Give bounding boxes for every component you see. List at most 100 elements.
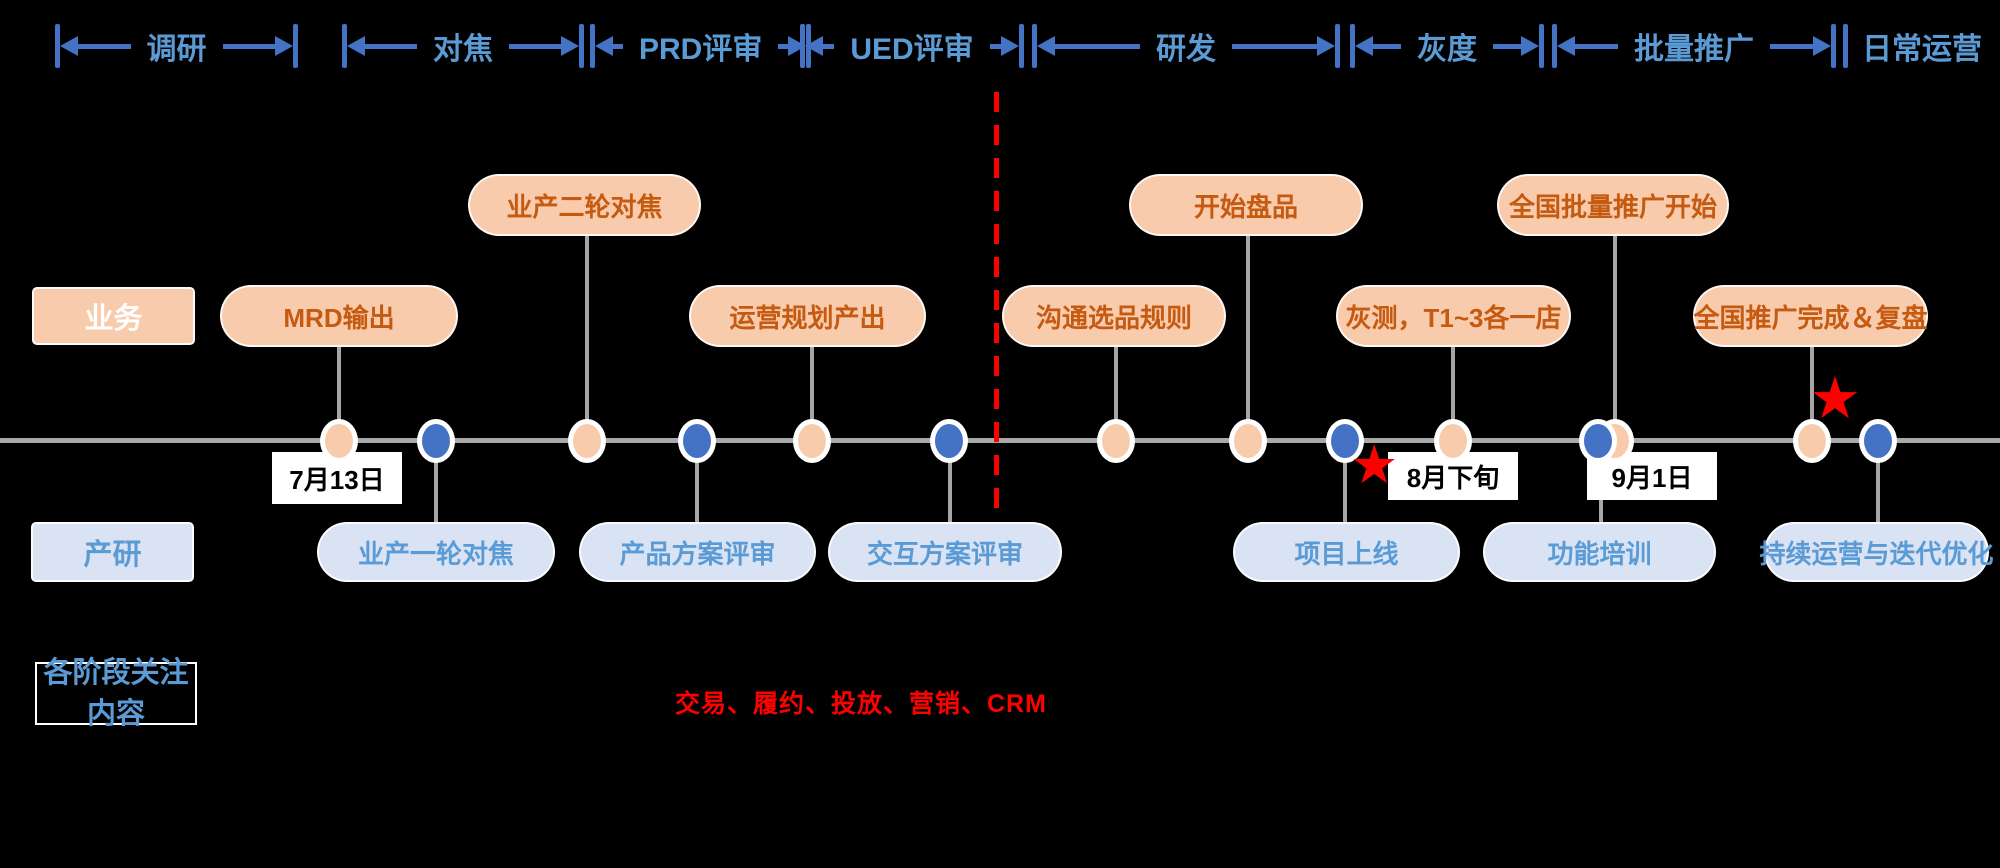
connector-line	[1810, 345, 1814, 441]
milestone-dot-mrd	[320, 419, 358, 463]
phase-boundary-bar	[55, 24, 60, 68]
bubble-label: 灰测，T1~3各一店	[1345, 302, 1562, 333]
phase-segment-development: 研发	[1032, 22, 1340, 70]
milestone-dot-project-launch	[1326, 419, 1364, 463]
bubble-label: 项目上线	[1294, 538, 1399, 569]
phase-boundary-bar	[1843, 24, 1848, 68]
phase-label: 日常运营	[1862, 33, 1982, 66]
bubble-label: 业产一轮对焦	[357, 538, 514, 569]
bubble-label: 业产二轮对焦	[506, 191, 663, 222]
business-event-gray-test: 灰测，T1~3各一店	[1336, 285, 1571, 347]
milestone-dot-interaction-review	[930, 419, 968, 463]
arrow-right-icon	[1232, 35, 1335, 56]
connector-line	[1246, 236, 1250, 441]
bubble-label: MRD输出	[283, 302, 395, 333]
business-event-start-stocktaking: 开始盘品	[1129, 174, 1363, 236]
phase-boundary-bar	[579, 24, 584, 68]
product-event-first-alignment: 业产一轮对焦	[317, 522, 555, 582]
arrow-left-icon	[60, 35, 131, 56]
milestone-dot-second-alignment	[568, 419, 606, 463]
bubble-label: 沟通选品规则	[1035, 302, 1192, 333]
arrow-right-icon	[989, 35, 1020, 56]
phase-label: 对焦	[433, 33, 493, 66]
milestone-dot-gray-test	[1434, 419, 1472, 463]
product-event-product-review: 产品方案评审	[579, 522, 816, 582]
connector-line	[337, 345, 341, 441]
connector-line	[695, 441, 699, 522]
phase-segment-alignment: 对焦	[342, 22, 584, 70]
timeline-axis	[0, 438, 2000, 443]
row-label-business: 业务	[32, 287, 195, 345]
star-icon: ★	[1809, 364, 1861, 432]
bubble-label: 运营规划产出	[729, 302, 886, 333]
phase-boundary-bar	[1032, 24, 1037, 68]
bubble-label: 功能培训	[1547, 538, 1652, 569]
focus-items-text: 交易、履约、投放、营销、CRM	[675, 690, 1047, 718]
row-label-product-text: 产研	[83, 539, 142, 571]
date-text: 9月1日	[1611, 462, 1693, 493]
stage-focus-box-line1: 各阶段关注	[43, 656, 189, 689]
phase-label: PRD评审	[639, 33, 763, 66]
bubble-label: 交互方案评审	[866, 538, 1023, 569]
connector-line	[810, 345, 814, 441]
bubble-label: 持续运营与迭代优化	[1759, 538, 1994, 569]
arrow-left-icon	[595, 35, 623, 56]
phase-boundary-bar	[1350, 24, 1355, 68]
phase-segment-batch-rollout: 批量推广	[1552, 22, 1836, 70]
bubble-label: 全国推广完成＆复盘	[1693, 302, 1928, 333]
phase-boundary-bar	[800, 24, 805, 68]
phase-label: UED评审	[850, 33, 974, 66]
phase-label: 调研	[146, 33, 207, 66]
milestone-dot-product-review	[678, 419, 716, 463]
arrow-left-icon	[1037, 35, 1140, 56]
bubble-label: 产品方案评审	[619, 538, 776, 569]
stage-focus-box: 各阶段关注 内容	[35, 657, 197, 730]
stage-focus-box-line2: 内容	[86, 697, 145, 730]
arrow-right-icon	[778, 35, 807, 56]
phase-segment-daily-operation: 日常运营	[1843, 22, 1993, 70]
bubble-label: 开始盘品	[1193, 191, 1298, 222]
milestone-dot-start-stocktaking	[1229, 419, 1267, 463]
business-event-rollout-complete: 全国推广完成＆复盘	[1693, 285, 1928, 347]
connector-line	[1114, 345, 1118, 441]
arrow-right-icon	[509, 35, 579, 56]
arrow-left-icon	[347, 35, 417, 56]
phase-segment-prd-review: PRD评审	[590, 22, 812, 70]
arrow-left-icon	[804, 35, 835, 56]
business-event-mrd-output: MRD输出	[220, 285, 458, 347]
phase-segment-ued-review: UED评审	[800, 22, 1024, 70]
milestone-dot-feature-training	[1579, 419, 1617, 463]
business-event-second-alignment: 业产二轮对焦	[468, 174, 701, 236]
arrow-left-icon	[1355, 35, 1401, 56]
phase-label: 批量推广	[1634, 33, 1754, 66]
arrow-right-icon	[222, 35, 293, 56]
milestone-dot-selection-rules	[1097, 419, 1135, 463]
product-event-project-launch: 项目上线	[1233, 522, 1460, 582]
phase-segment-graying: 灰度	[1350, 22, 1544, 70]
milestone-dot-rollout-complete	[1793, 419, 1831, 463]
date-text: 8月下旬	[1406, 462, 1500, 493]
milestone-dot-first-alignment	[417, 419, 455, 463]
phase-boundary-bar	[1019, 24, 1024, 68]
phase-boundary-bar	[342, 24, 347, 68]
business-event-national-rollout-start: 全国批量推广开始	[1497, 174, 1729, 236]
phase-boundary-bar	[1552, 24, 1557, 68]
phase-boundary-bar	[1335, 24, 1340, 68]
milestone-dot-continuous-ops	[1859, 419, 1897, 463]
phase-boundary-bar	[293, 24, 298, 68]
phase-boundary-bar	[590, 24, 595, 68]
phase-boundary-bar	[1539, 24, 1544, 68]
business-event-ops-plan: 运营规划产出	[689, 285, 926, 347]
arrow-right-icon	[1493, 35, 1539, 56]
star-icon: ★	[1350, 433, 1399, 496]
row-label-product: 产研	[31, 522, 194, 582]
phase-label: 灰度	[1417, 33, 1477, 66]
phase-label: 研发	[1156, 33, 1216, 66]
row-label-business-text: 业务	[84, 303, 143, 335]
milestone-dot-ops-plan	[793, 419, 831, 463]
phase-boundary-bar	[1831, 24, 1836, 68]
connector-line	[585, 236, 589, 441]
business-event-selection-rules: 沟通选品规则	[1002, 285, 1226, 347]
arrow-left-icon	[1557, 35, 1618, 56]
